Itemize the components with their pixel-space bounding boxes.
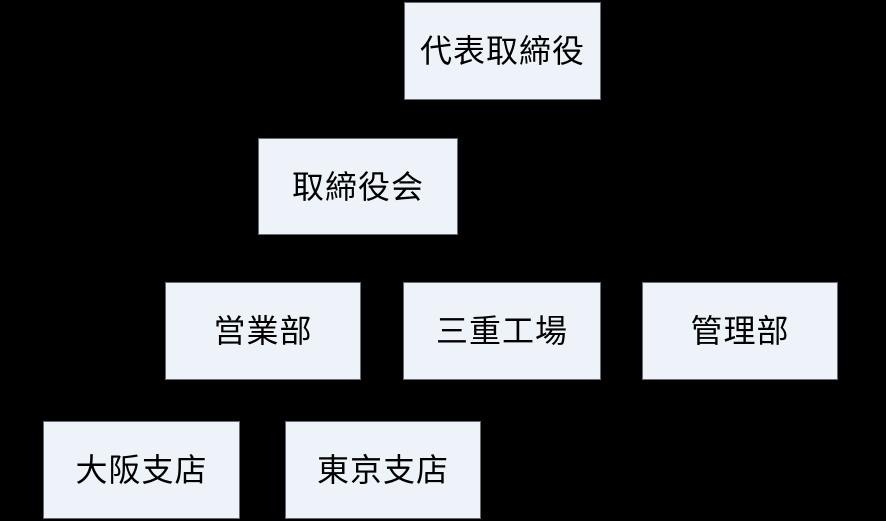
node-board-of-directors: 取締役会 (258, 138, 458, 235)
node-mie-factory-label: 三重工場 (435, 313, 568, 349)
node-mie-factory: 三重工場 (403, 282, 601, 380)
node-representative-director-label: 代表取締役 (419, 33, 585, 69)
node-administration-department-label: 管理部 (690, 313, 790, 349)
node-tokyo-branch-label: 東京支店 (316, 452, 449, 488)
node-tokyo-branch: 東京支店 (285, 421, 481, 519)
node-board-of-directors-label: 取締役会 (291, 168, 424, 205)
node-sales-department: 営業部 (165, 282, 361, 380)
node-representative-director: 代表取締役 (404, 2, 601, 100)
node-administration-department: 管理部 (642, 282, 838, 380)
node-sales-department-label: 営業部 (213, 313, 313, 349)
node-osaka-branch-label: 大阪支店 (75, 452, 208, 488)
node-osaka-branch: 大阪支店 (43, 421, 240, 519)
